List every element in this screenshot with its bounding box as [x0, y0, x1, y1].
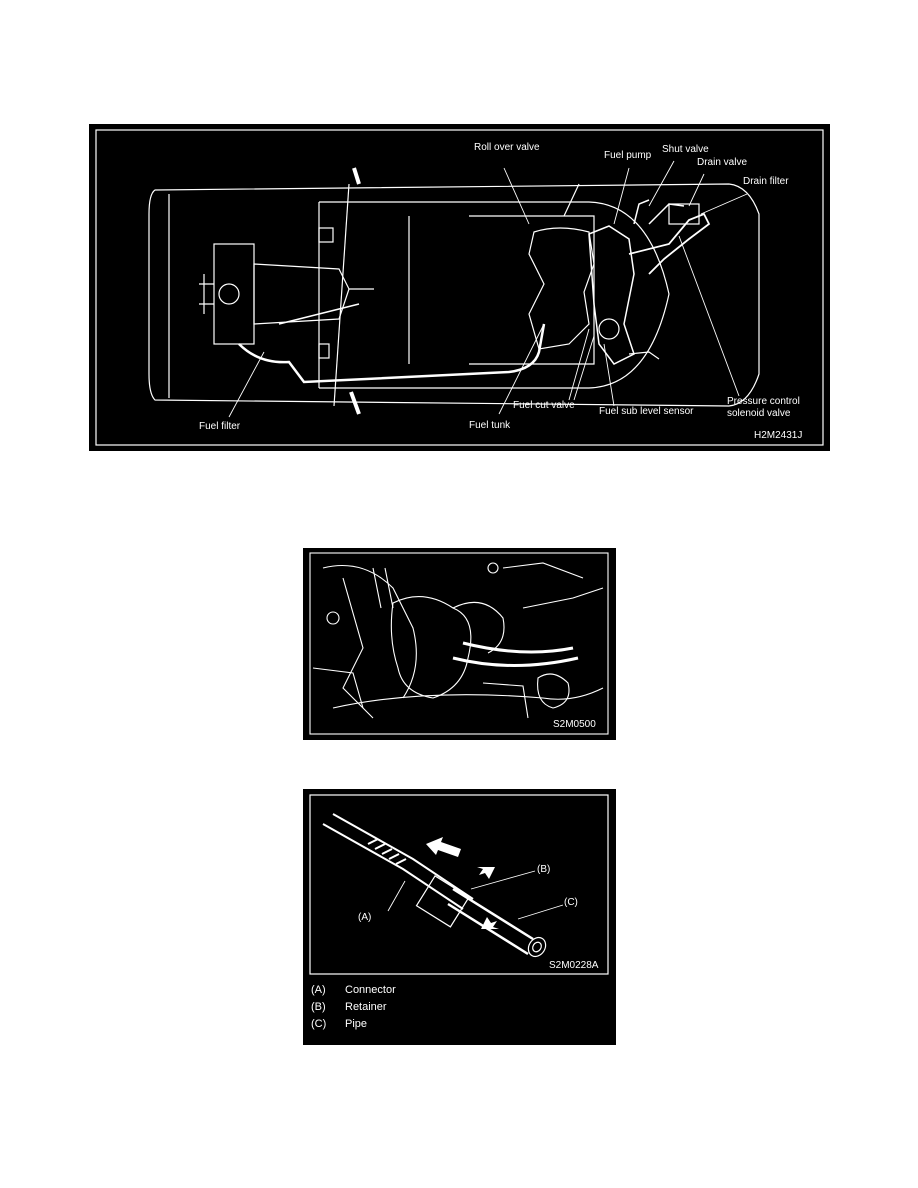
label-solenoid-valve: solenoid valve: [727, 408, 791, 419]
legend-text: Retainer: [345, 1001, 387, 1013]
legend-key: (A): [311, 984, 326, 996]
quick-connector-diagram: (A) (B) (C) S2M0228A (A) Connector (B) R…: [303, 789, 616, 1045]
legend-text: Connector: [345, 984, 396, 996]
legend-text: Pipe: [345, 1018, 368, 1030]
legend-key: (C): [311, 1018, 327, 1030]
label-shut-valve: Shut valve: [662, 144, 709, 155]
legend-key: (B): [311, 1001, 326, 1013]
fuel-system-diagram: Roll over valve Fuel pump Shut valve Dra…: [89, 124, 830, 451]
label-drain-valve: Drain valve: [697, 157, 748, 168]
label-fuel-pump: Fuel pump: [604, 150, 652, 161]
engine-bay-illustration: S2M0500: [303, 548, 616, 740]
label-roll-over-valve: Roll over valve: [474, 142, 540, 153]
callout-a: (A): [358, 912, 372, 923]
figure-code: S2M0500: [553, 719, 596, 730]
label-pressure-control: Pressure control: [727, 396, 800, 407]
figure-code: H2M2431J: [754, 430, 803, 441]
label-drain-filter: Drain filter: [743, 176, 789, 187]
connector-drawing: [309, 794, 609, 975]
callout-b: (B): [537, 864, 551, 875]
callout-c: (C): [564, 897, 578, 908]
engine-bay-drawing: [309, 552, 609, 735]
label-fuel-filter: Fuel filter: [199, 421, 241, 432]
vehicle-outline-drawing: [95, 129, 824, 446]
label-fuel-sub-level-sensor: Fuel sub level sensor: [599, 406, 694, 417]
label-fuel-tunk: Fuel tunk: [469, 420, 511, 431]
label-fuel-cut-valve: Fuel cut valve: [513, 400, 575, 411]
figure-code: S2M0228A: [549, 960, 599, 971]
